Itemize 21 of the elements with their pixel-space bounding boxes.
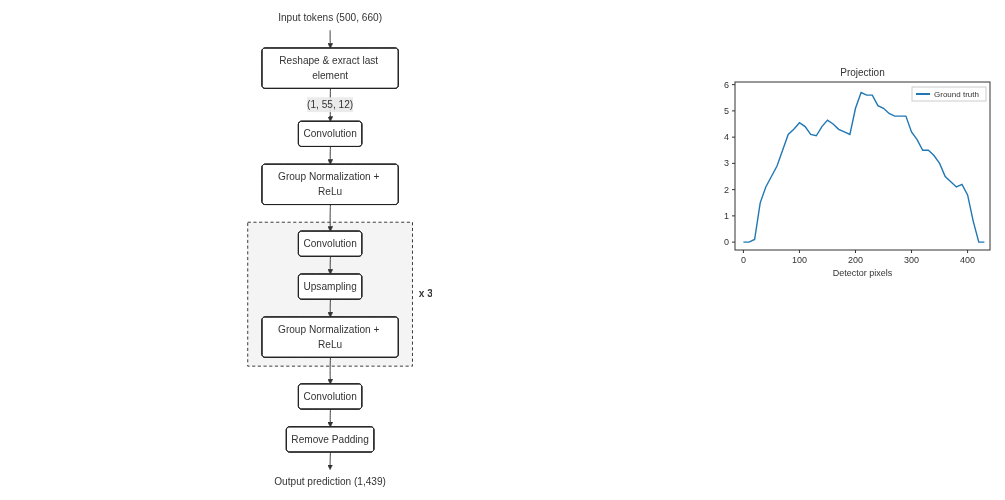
- legend-item: Ground truth: [911, 86, 987, 102]
- node-label: x 3: [418, 288, 433, 300]
- tick-label: 100: [791, 255, 807, 265]
- legend-label: Ground truth: [934, 90, 979, 99]
- tick-label: 0: [740, 255, 746, 265]
- tick-label: 0: [724, 237, 729, 248]
- edge-label: (1, 55, 12): [307, 99, 354, 110]
- chart-title: Projection: [840, 67, 885, 78]
- tick-label: 4: [724, 132, 729, 143]
- cluster: [247, 221, 413, 367]
- tick-label: 3: [724, 158, 729, 169]
- axis-title: Detector pixels: [832, 268, 893, 278]
- tick-label: 1: [724, 210, 729, 221]
- node-text: Input tokens (500, 660): [278, 11, 383, 23]
- tick-label: 400: [960, 255, 976, 265]
- node-text: Output prediction (1,439): [274, 476, 386, 488]
- tick-label: 2: [724, 184, 729, 195]
- tick-label: 5: [724, 105, 729, 116]
- tick-label: 300: [904, 255, 920, 265]
- tick-label: 6: [724, 79, 729, 90]
- tick-label: 200: [848, 255, 863, 265]
